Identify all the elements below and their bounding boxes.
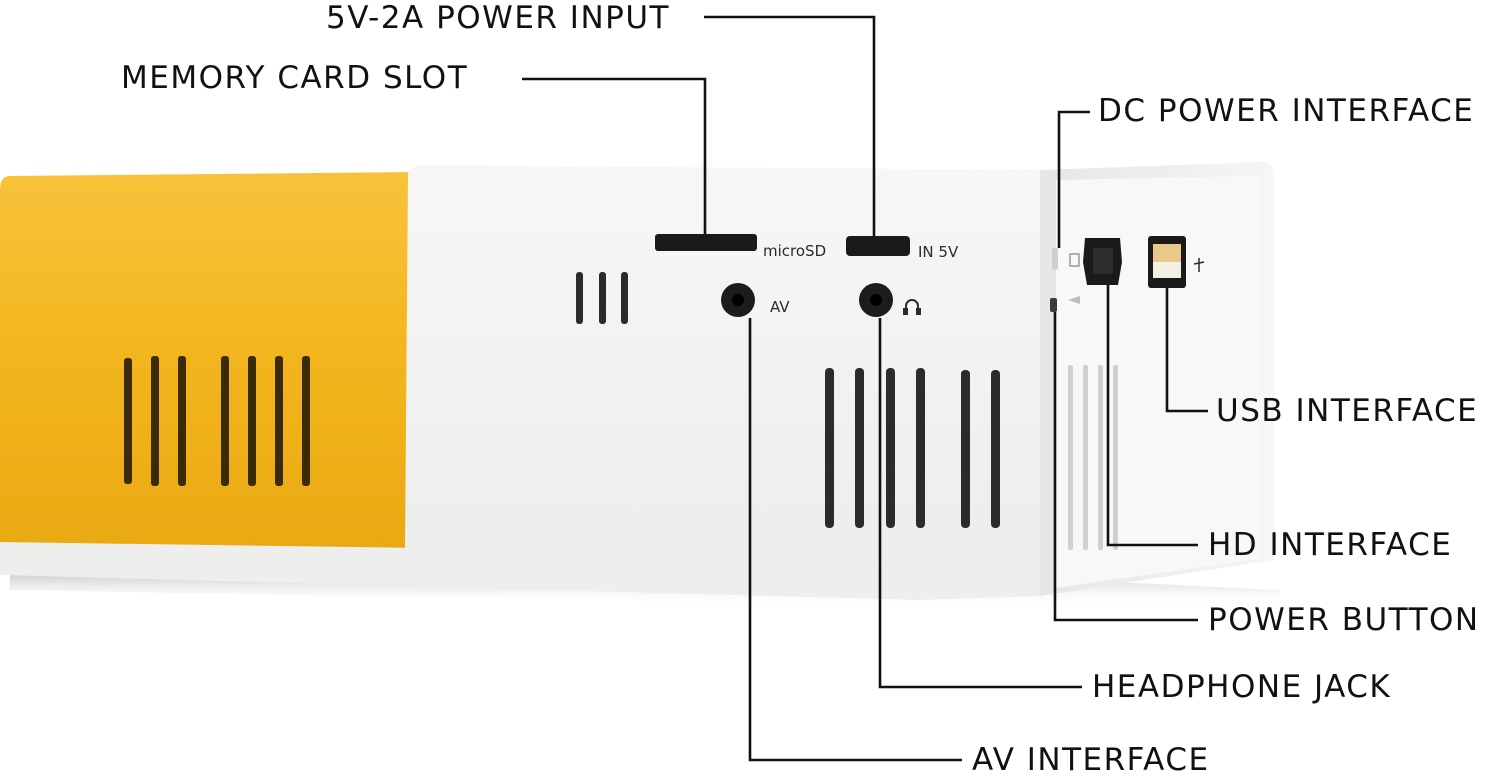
label-headphone-jack: HEADPHONE JACK [1092, 669, 1392, 705]
power-input-port [846, 236, 910, 256]
front-vents [825, 368, 1000, 528]
side-vents [1068, 365, 1118, 550]
label-usb-interface: USB INTERFACE [1216, 393, 1479, 429]
label-memory-card-slot: MEMORY CARD SLOT [121, 60, 469, 96]
leader-power-button [1053, 312, 1198, 622]
label-power-input: 5V-2A POWER INPUT [326, 0, 670, 36]
leader-lines [522, 15, 1208, 762]
yellow-housing [0, 172, 422, 548]
leader-hd [1106, 285, 1198, 547]
label-hd-interface: HD INTERFACE [1208, 527, 1453, 563]
power-button-switch [1050, 298, 1057, 312]
leader-dc-power [1057, 110, 1090, 248]
usb-icon [1193, 258, 1205, 272]
headphone-icon [903, 299, 921, 315]
label-dc-power-interface: DC POWER INTERFACE [1098, 93, 1475, 129]
leader-headphone [878, 318, 1082, 689]
leader-av [748, 318, 962, 762]
leader-power-input [704, 15, 876, 236]
yellow-vents [124, 356, 310, 486]
microsd-slot [655, 234, 757, 251]
label-power-button: POWER BUTTON [1208, 602, 1480, 638]
microsd-mark: microSD [763, 242, 826, 260]
white-front-housing [405, 165, 1040, 572]
av-mark: AV [770, 298, 790, 316]
leader-memory-card [522, 77, 707, 234]
dc-power-port [1052, 248, 1058, 270]
power-switch-icon [1069, 253, 1080, 267]
front-small-vents [576, 272, 628, 324]
leader-usb [1165, 288, 1208, 413]
label-av-interface: AV INTERFACE [972, 742, 1210, 778]
in5v-mark: IN 5V [918, 243, 959, 261]
